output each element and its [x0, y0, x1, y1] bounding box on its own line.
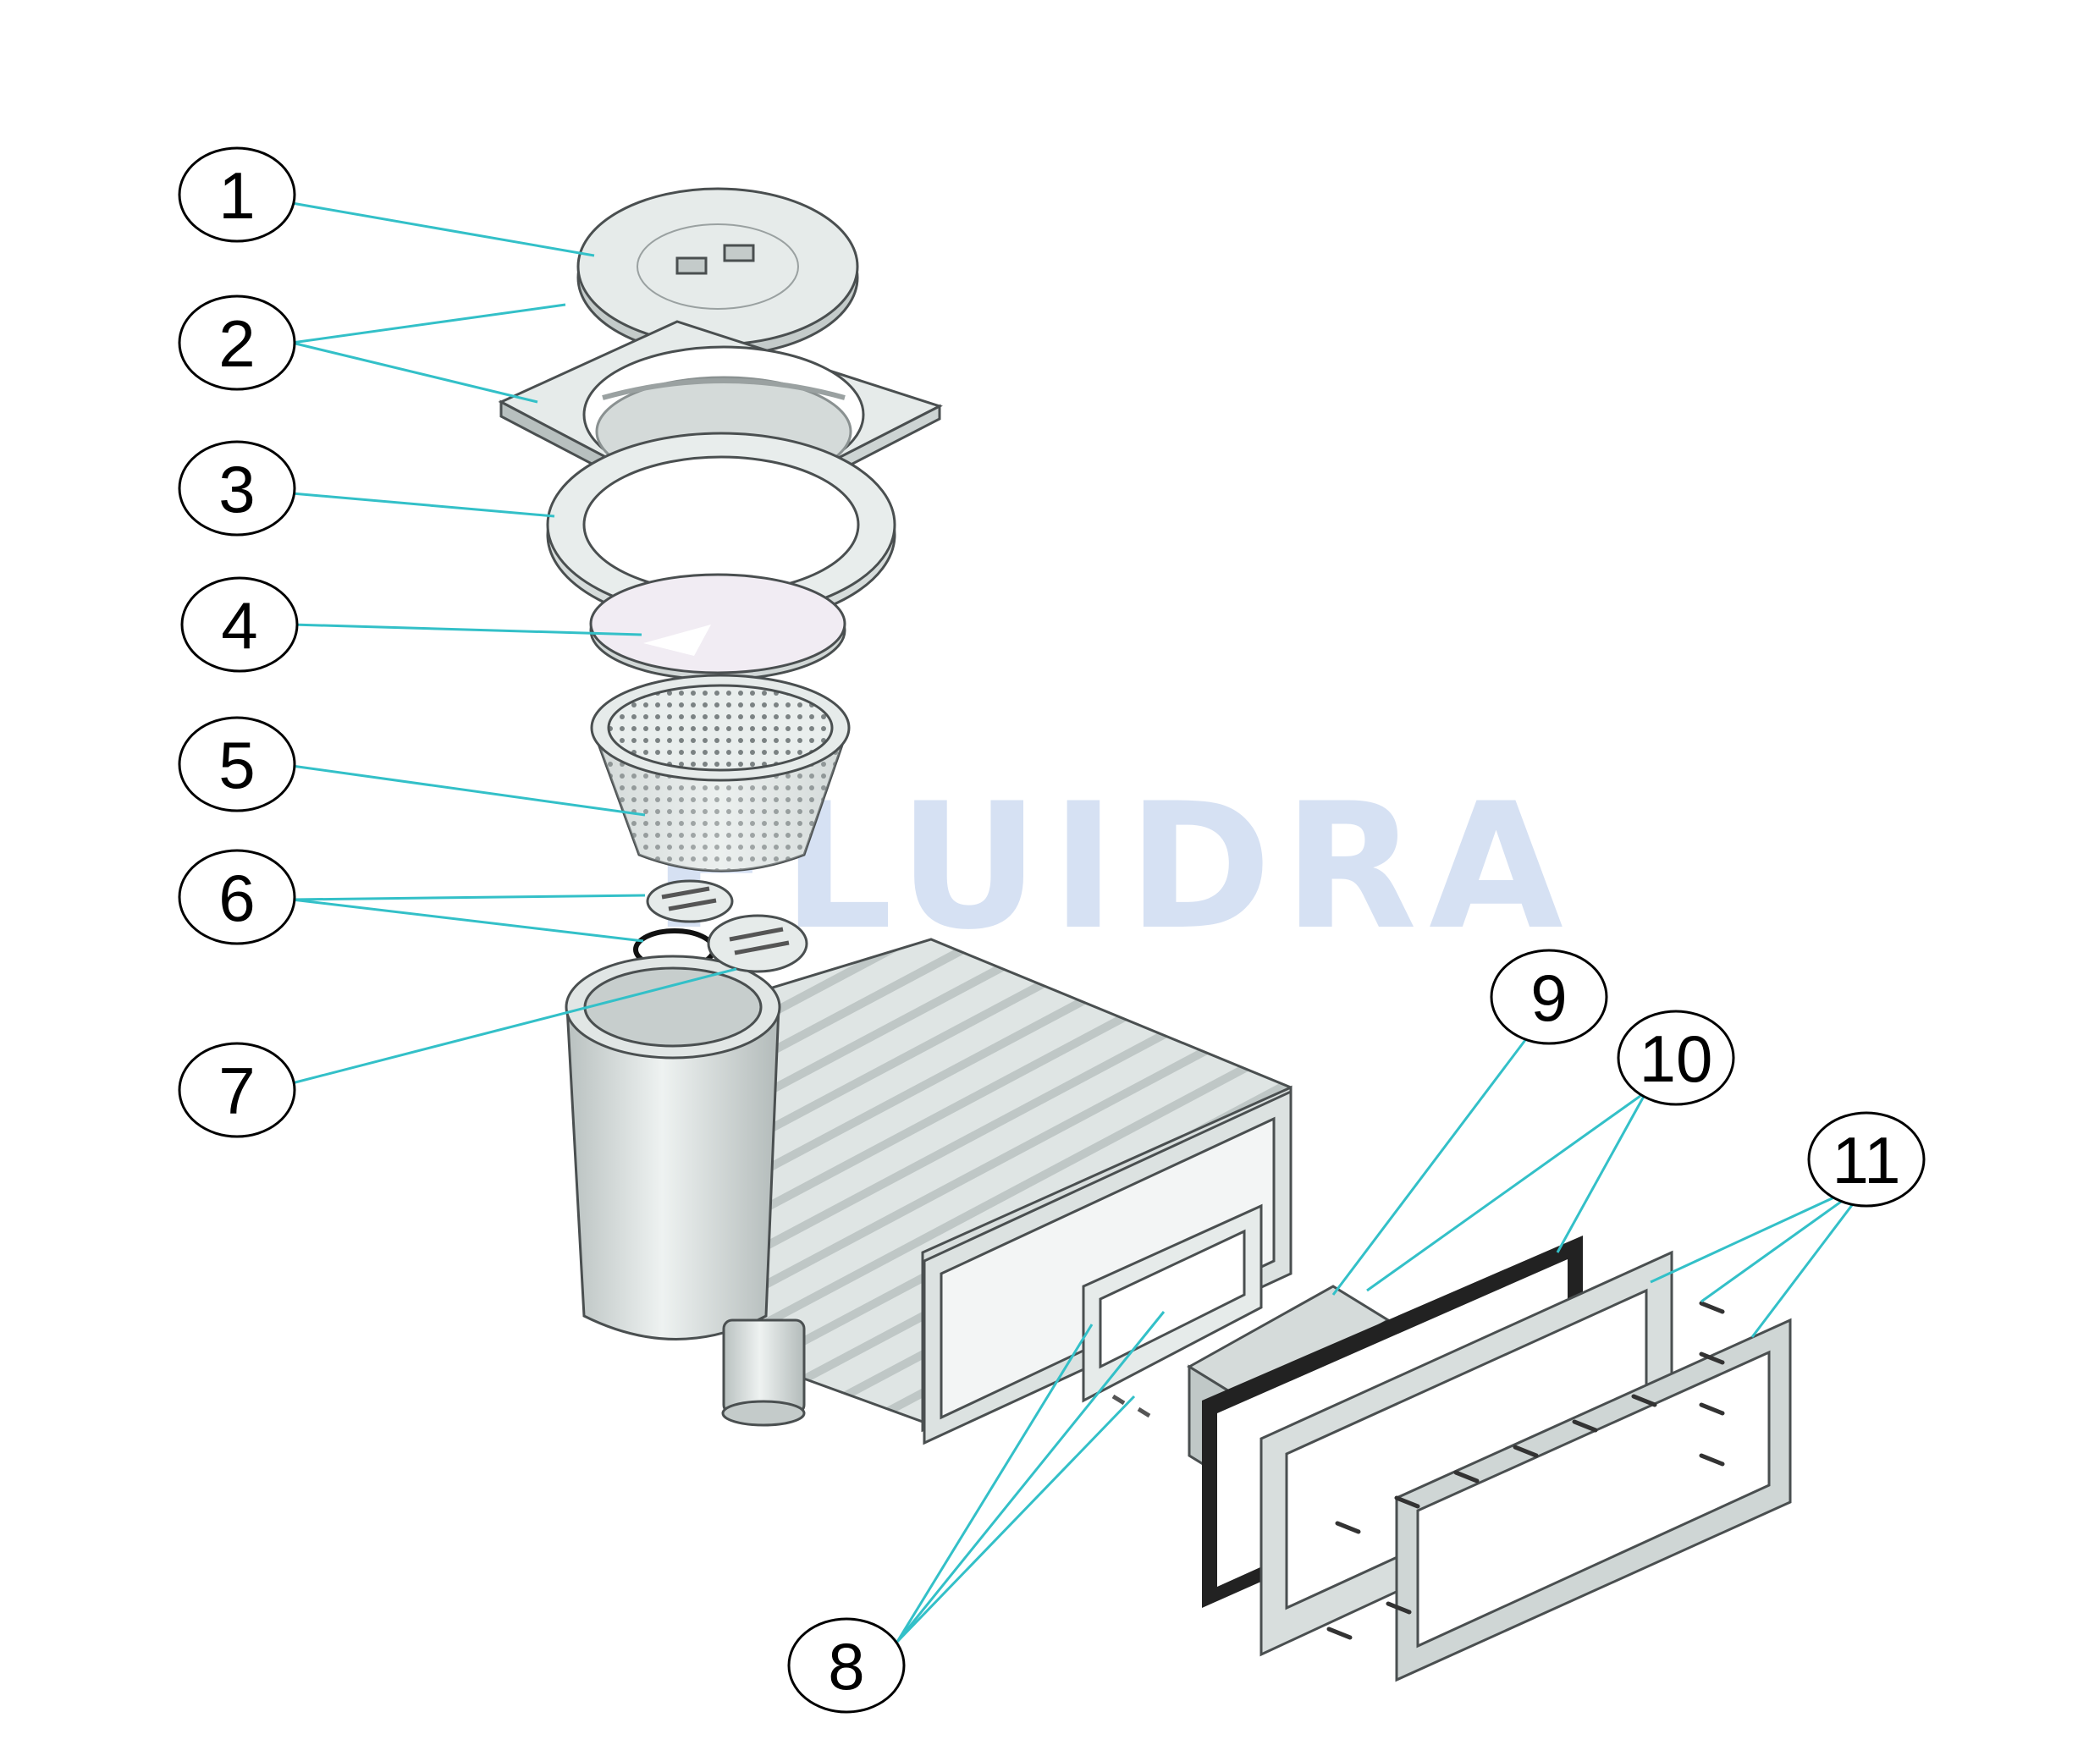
callout-5: 5 — [178, 716, 296, 812]
svg-text:2: 2 — [218, 306, 255, 381]
callout-3: 3 — [178, 440, 296, 537]
svg-text:10: 10 — [1640, 1021, 1713, 1096]
callout-11: 11 — [1807, 1111, 1926, 1208]
part-flange-plate — [1259, 1250, 1673, 1657]
callout-2: 2 — [178, 295, 296, 391]
leader-lines — [291, 201, 1872, 1643]
callout-6: 6 — [178, 849, 296, 945]
callout-8: 8 — [787, 1617, 906, 1714]
svg-text:1: 1 — [218, 158, 255, 233]
screws — [1326, 1301, 1725, 1640]
part-1-lid — [576, 187, 859, 357]
part-11-cover-plate — [1395, 1318, 1792, 1682]
svg-text:7: 7 — [218, 1054, 255, 1128]
callout-7: 7 — [178, 1042, 296, 1138]
svg-text:6: 6 — [218, 861, 255, 935]
part-5-basket — [590, 674, 851, 872]
svg-text:8: 8 — [828, 1629, 864, 1704]
svg-text:5: 5 — [218, 728, 255, 802]
part-7-front-flange — [923, 1089, 1293, 1445]
callout-4: 4 — [180, 576, 299, 673]
callout-1: 1 — [178, 146, 296, 243]
svg-text:4: 4 — [221, 588, 257, 663]
part-8-adapter-frame — [1082, 1203, 1263, 1418]
part-4-disc — [589, 573, 846, 681]
svg-text:3: 3 — [218, 452, 255, 526]
svg-text:9: 9 — [1530, 961, 1567, 1035]
callout-10: 10 — [1617, 1010, 1735, 1106]
svg-text:11: 11 — [1833, 1123, 1901, 1197]
callout-9: 9 — [1490, 949, 1608, 1045]
